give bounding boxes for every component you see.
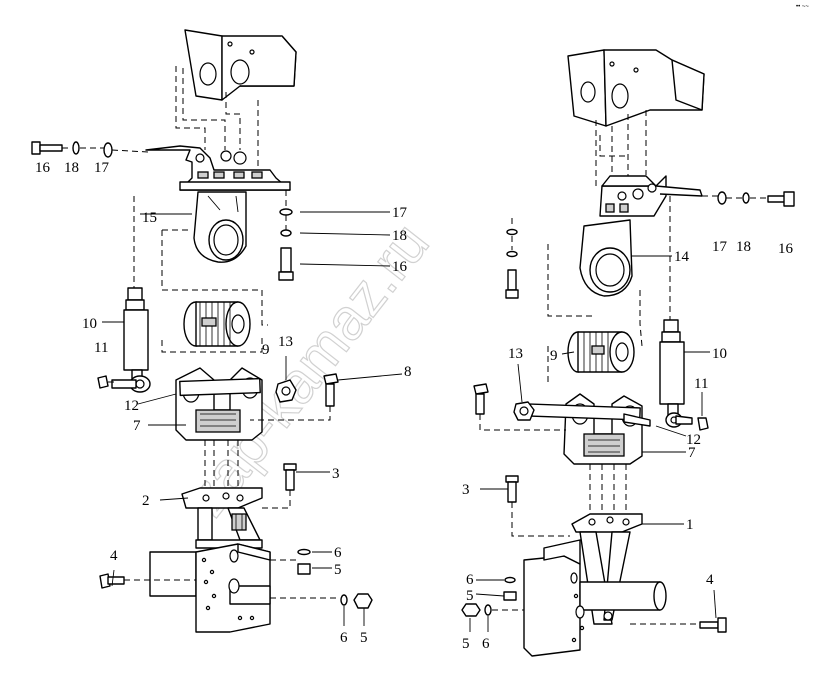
left-callout-2: 2 — [142, 493, 150, 509]
left-bolt-3 — [260, 463, 297, 509]
right-bolt-3 — [505, 475, 570, 537]
left-frame-bracket-lower — [149, 543, 271, 633]
right-bolt-8 — [473, 383, 566, 431]
left-callout-3: 3 — [332, 466, 340, 482]
left-callout-5b: 5 — [360, 630, 368, 646]
right-washer-nut-upper — [503, 576, 517, 601]
right-upper-arm-14 — [579, 219, 633, 297]
left-assembly: 16 18 17 15 17 18 16 10 11 12 9 13 8 7 3… — [31, 29, 412, 646]
right-bolt-set-vertical — [505, 218, 519, 299]
right-callout-17: 17 — [712, 239, 728, 255]
left-callout-4: 4 — [110, 548, 118, 564]
right-bolt-set-top — [702, 191, 795, 207]
right-washer-nut-lower — [461, 603, 524, 617]
left-callout-13: 13 — [278, 334, 293, 350]
left-washer-nut-upper — [270, 548, 311, 575]
right-frame-bracket-lower — [523, 539, 667, 657]
left-callout-18: 18 — [64, 160, 79, 176]
left-upper-mount-bracket — [145, 145, 291, 191]
right-callout-16: 16 — [778, 241, 794, 257]
left-callout-15: 15 — [142, 210, 157, 226]
left-callout-9: 9 — [262, 342, 270, 358]
left-callout-6: 6 — [334, 545, 342, 561]
left-mount-bracket-2 — [181, 487, 263, 549]
right-assembly: 17 18 16 14 9 13 10 11 12 7 3 1 4 6 5 5 … — [461, 49, 795, 657]
left-shock-absorber-10 — [111, 196, 151, 393]
left-upper-arm-15 — [193, 191, 247, 263]
right-callout-14: 14 — [674, 249, 690, 265]
right-callout-18: 18 — [736, 239, 751, 255]
right-callout-1: 1 — [686, 517, 694, 533]
right-callout-6b: 6 — [482, 636, 490, 652]
right-callout-6: 6 — [466, 572, 474, 588]
right-nut-11 — [697, 417, 709, 431]
left-bolt-set-top — [31, 141, 149, 158]
left-nut-13 — [275, 379, 297, 403]
right-rubber-bushing-9 — [567, 331, 635, 373]
left-callout-7: 7 — [133, 418, 141, 434]
right-bolt-4 — [630, 617, 727, 633]
left-nut-11 — [97, 375, 118, 389]
left-callout-17: 17 — [94, 160, 110, 176]
right-callout-10: 10 — [712, 346, 727, 362]
right-callout-13: 13 — [508, 346, 523, 362]
right-callout-9: 9 — [550, 348, 558, 364]
right-shock-absorber-10 — [659, 319, 693, 428]
right-top-frame-bracket — [567, 49, 705, 127]
left-bolt-set-vertical — [278, 190, 294, 281]
left-callout-11: 11 — [94, 340, 108, 356]
right-nut-13 — [513, 401, 535, 421]
right-lower-arm-7 — [529, 393, 651, 465]
left-callout-16: 16 — [35, 160, 51, 176]
left-callout-16b: 16 — [392, 259, 408, 275]
right-callout-12: 12 — [686, 432, 701, 448]
right-callout-5: 5 — [466, 588, 474, 604]
left-callout-17b: 17 — [392, 205, 408, 221]
right-upper-mount-bracket — [599, 175, 703, 217]
left-washer-nut-lower — [270, 593, 373, 609]
left-callout-6b: 6 — [340, 630, 348, 646]
left-bolt-8 — [250, 373, 339, 421]
right-callout-11: 11 — [694, 376, 708, 392]
right-callout-7: 7 — [688, 445, 696, 461]
left-callout-12: 12 — [124, 398, 139, 414]
left-callout-10: 10 — [82, 316, 97, 332]
left-lower-arm-7 — [175, 367, 263, 441]
corner-mark: •• ~~ — [796, 4, 809, 10]
left-callout-18b: 18 — [392, 228, 407, 244]
right-callout-4: 4 — [706, 572, 714, 588]
left-callout-5: 5 — [334, 562, 342, 578]
left-rubber-bushing-9 — [183, 301, 251, 347]
right-callout-3: 3 — [462, 482, 470, 498]
left-top-frame-bracket — [184, 29, 297, 101]
right-callout-5b: 5 — [462, 636, 470, 652]
left-callout-8: 8 — [404, 364, 412, 380]
left-bolt-4 — [99, 573, 196, 589]
